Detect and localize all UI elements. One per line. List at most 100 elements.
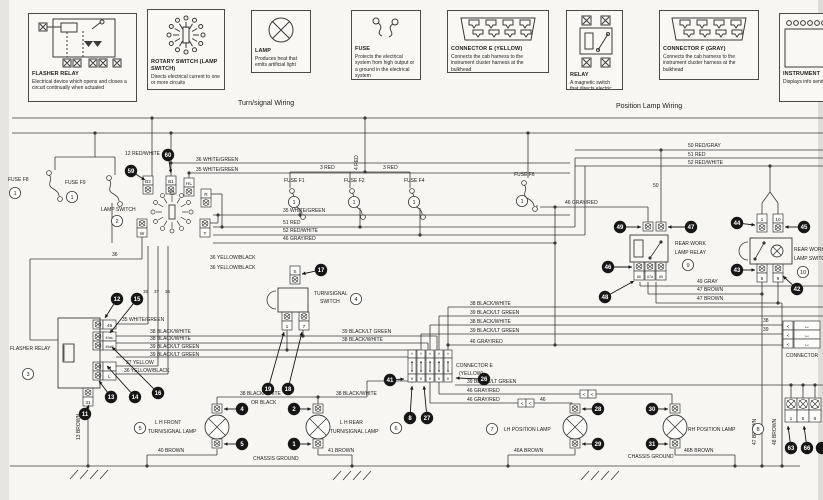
connector-pin-icon: ▾ [411,369,413,374]
terminal-label: 86 [637,275,641,279]
inline-connector-icon: ↔ [804,324,810,330]
component-number: 5 [138,426,141,432]
rotary-switch-icon [179,226,184,231]
terminal-box [756,272,768,283]
ground-hatch [580,470,590,481]
junction-dot [446,343,450,347]
component-number: 10 [800,270,806,276]
connector-pin-icon: ▾ [420,369,422,374]
component-number: 8 [756,427,759,433]
ground-hatch [610,470,620,481]
callout-number: 13 [108,395,115,401]
ground-hatch [99,469,109,480]
junction-dot [526,131,530,135]
callout-circle [797,220,811,234]
wire-label: 47 BROWN [697,287,724,293]
terminal-label: 5 [802,416,805,422]
callout-arrowhead [664,442,668,446]
callout-number: 49 [617,225,624,231]
connector-pin-icon: ▴ [420,359,422,364]
callout-circle [645,437,659,451]
wire-label: FUSE F6 [514,172,535,178]
terminal-label: 10 [775,217,781,223]
terminal-box [281,320,293,331]
callout-arrowhead [582,407,586,411]
section-title-turn-signal: Turn/signal Wiring [238,100,295,107]
callout-number: 42 [794,287,801,293]
legend-description: Electrical device which opens and closes… [32,78,127,92]
callout-arrowhead [85,405,90,409]
callout-arrowhead [141,176,145,180]
callout-circle [598,290,612,304]
component-number: 6 [394,426,397,432]
pin-icon [144,186,152,193]
wire-label: (YELLOW) [459,371,484,377]
fuse-symbol [106,175,112,181]
callout-number: 30 [649,407,656,413]
rotary-switch-icon [153,219,158,224]
wire-label: 38 BLACK/WHITE [470,319,512,325]
terminal-box [407,373,417,383]
rotary-switch-icon [169,228,175,234]
component-number [8,186,21,199]
wire-label: 48 BROWN [772,418,778,445]
callout-number: 12 [114,297,121,303]
pin-icon [291,276,299,283]
connector-pin-icon: ▾ [429,369,431,374]
pin-icon [758,265,766,272]
wire-label: 38 BLACK/WHITE [336,391,378,397]
terminal-label: ^ [420,352,423,358]
wire-label: FUSE F4 [404,178,425,184]
callout-arrowhead [664,407,668,411]
callout-number: 43 [734,268,741,274]
callout-circle [784,441,798,455]
wire-label: REAR WORK [794,247,823,253]
callout-arrowhead [783,276,787,280]
wire-label: 46A BROWN [514,448,544,454]
pin-icon [94,321,102,328]
component-number [133,421,146,434]
terminal-label: 7 [303,324,306,330]
component-number [752,422,765,435]
terminal-label: < [591,392,594,398]
rotary-switch-icon [157,203,164,208]
terminal-label: W [140,231,145,237]
terminal-label: 1 [761,217,764,223]
rotary-switch-icon [186,200,191,205]
callout-arrowhead [110,329,114,333]
wire-label: FUSE F1 [284,178,305,184]
junction-dot [358,225,362,229]
ground-hatch [332,470,342,481]
callout-number: 31 [649,442,656,448]
callout-arrowhead [628,265,632,269]
connector-pin-icon: ▴ [447,359,449,364]
component-number [21,367,34,380]
terminal-label: 31 [85,400,91,406]
pin-icon [202,199,210,206]
component-number [797,265,810,278]
wire-label: 41 BROWN [328,448,355,454]
junction-dot [776,301,780,305]
junction-dot [86,464,90,468]
wire-label: 36 [112,252,118,258]
terminal-box [102,340,117,351]
terminal-label: 49aR [105,345,114,349]
callout-number: 29 [595,442,602,448]
terminal-label: v [420,377,423,382]
component-number: 1 [70,195,73,201]
callout-arrow [610,280,635,295]
pin-icon [201,220,209,227]
pin-icon [213,440,221,447]
wire-label: 46 [540,397,546,403]
connector-pin-icon: ▴ [438,359,440,364]
pin-icon [774,265,782,272]
callout-arrowhead [299,332,303,336]
terminal-label: 49 [107,323,113,329]
fuse-symbol [409,188,415,194]
callout-arrowhead [582,442,586,446]
terminal-box [644,270,656,281]
wire-label: 38 BLACK/WHITE [342,337,384,343]
wire-label: 35 WHITE/GREEN [196,167,239,173]
